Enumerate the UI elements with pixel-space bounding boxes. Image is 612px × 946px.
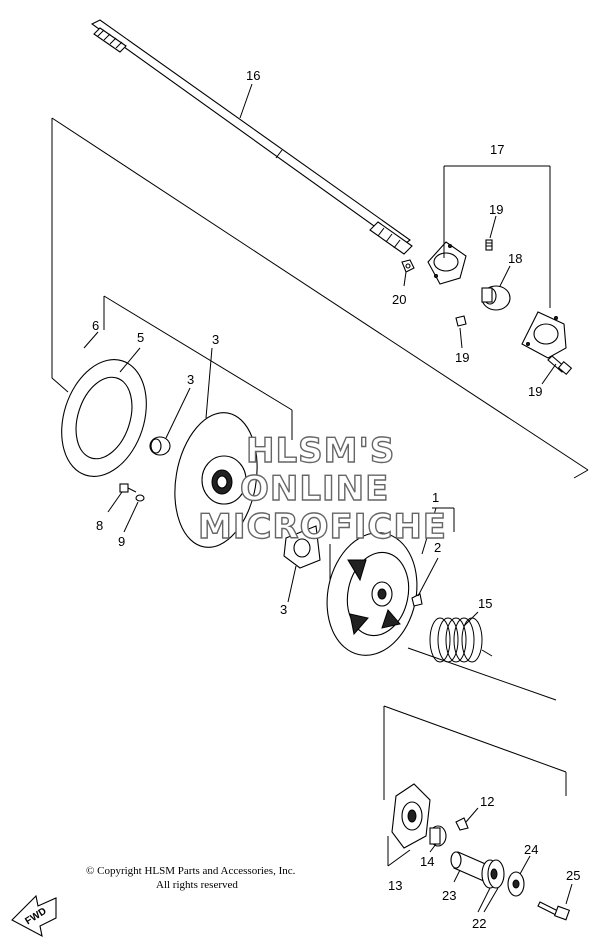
bearing [481, 285, 511, 311]
set-screw-19-upper [485, 239, 493, 251]
copyright-note: © Copyright HLSM Parts and Accessories, … [86, 865, 296, 891]
watermark-line-3: MICROFICHE [198, 507, 447, 547]
gasket-ring [61, 359, 147, 477]
callout-9: 6 [92, 318, 99, 333]
movable-sheave [326, 532, 418, 656]
fwd-arrow-icon: FWD [11, 894, 57, 938]
cover-plate [283, 525, 321, 569]
watermark-line-1: HLSM'S [246, 431, 395, 471]
fixed-sheave [174, 412, 258, 548]
callout-5: 3 [212, 332, 219, 347]
bolt-2 [411, 593, 423, 607]
callout-22: 22 [472, 916, 486, 931]
callout-6: 3 [187, 372, 194, 387]
callout-2: 2 [434, 540, 441, 555]
bearing-flange-lower [521, 311, 567, 359]
washers-22 [481, 859, 505, 889]
callout-21: 20 [392, 292, 406, 307]
nut-21 [401, 259, 415, 273]
copyright-line-2: All rights reserved [156, 879, 238, 891]
callout-11: 9 [118, 534, 125, 549]
callout-1: 1 [432, 490, 439, 505]
set-screw-19-lower [455, 315, 467, 327]
bolt-25 [537, 901, 571, 921]
callout-19-lower: 19 [455, 350, 469, 365]
watermark: HLSM'S ONLINE MICROFICHE [197, 430, 447, 547]
callout-14: 14 [420, 854, 434, 869]
callout-23: 23 [442, 888, 456, 903]
washer-11 [135, 494, 145, 502]
leader-lines [83, 83, 573, 913]
callout-8: 5 [137, 330, 144, 345]
cam-spider [391, 783, 431, 849]
callout-18: 18 [508, 251, 522, 266]
washer-24 [507, 871, 525, 897]
nut-12 [455, 817, 469, 831]
copyright-line-1: © Copyright HLSM Parts and Accessories, … [86, 865, 296, 877]
spacer [149, 436, 171, 456]
callout-25: 25 [566, 868, 580, 883]
callout-24: 24 [524, 842, 538, 857]
callout-17: 17 [490, 142, 504, 157]
assembly-frame-lines [51, 117, 589, 800]
bearing-flange-upper [427, 241, 467, 285]
callout-3: 3 [280, 602, 287, 617]
bolt-10 [119, 483, 137, 493]
callout-15: 15 [478, 596, 492, 611]
callout-12: 12 [480, 794, 494, 809]
bushing-14 [429, 825, 447, 847]
callout-16: 16 [246, 68, 260, 83]
spring [429, 617, 493, 663]
callout-19-upper: 19 [489, 202, 503, 217]
callout-20: 19 [528, 384, 542, 399]
callout-labels: 16 17 19 18 20 19 19 6 5 3 3 8 9 1 2 3 1… [92, 68, 580, 931]
bolt-20 [547, 355, 573, 376]
callout-13: 13 [388, 878, 402, 893]
callout-10: 8 [96, 518, 103, 533]
watermark-line-2: ONLINE [240, 469, 389, 509]
primary-shaft [90, 19, 413, 255]
